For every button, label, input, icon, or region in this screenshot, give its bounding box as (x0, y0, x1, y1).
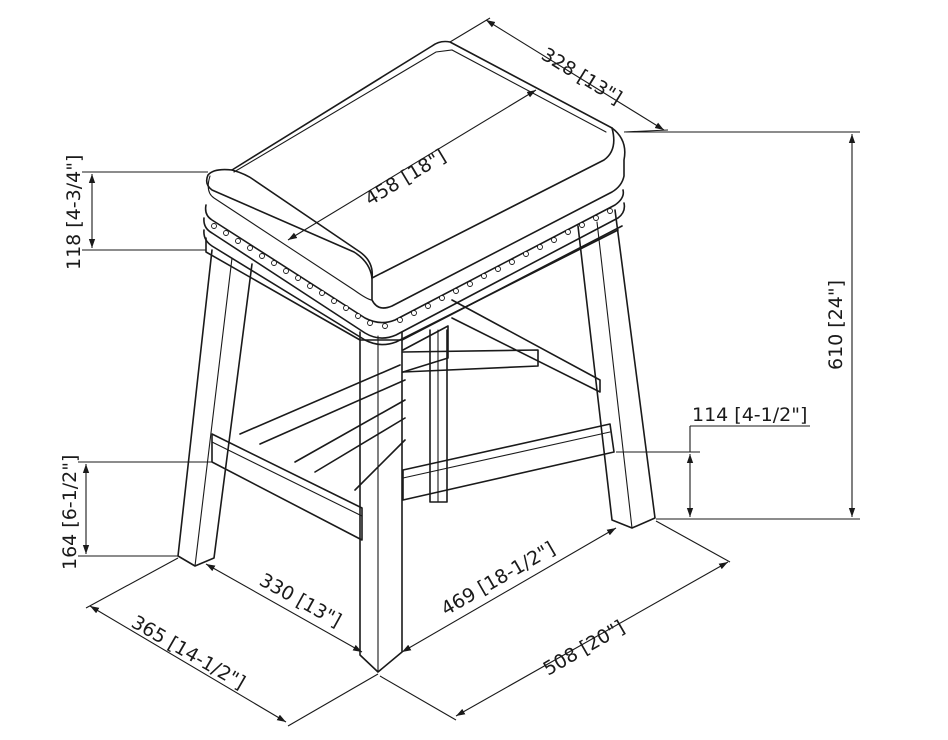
side-stretcher (211, 433, 363, 541)
back-left-leg (429, 329, 448, 503)
dimension-stretcher-height-left: 164 [6-1/2"] (59, 455, 212, 570)
dimension-inner-width: 469 [18-1/2"] (401, 527, 617, 653)
label-seat-width: 458 [18"] (361, 145, 450, 210)
stool-illustration (177, 40, 656, 673)
front-stretcher (402, 423, 615, 501)
dimension-stretcher-height-right: 114 [4-1/2"] (616, 404, 810, 517)
label-inner-width: 469 [18-1/2"] (438, 538, 559, 621)
dimension-seat-depth: 328 [13"] (449, 17, 669, 133)
label-stretcher-height-left: 164 [6-1/2"] (59, 455, 81, 570)
dimension-inner-depth: 330 [13"] (205, 563, 363, 653)
label-base-depth: 365 [14-1/2"] (128, 611, 249, 694)
nailhead-row (211, 208, 613, 329)
front-corner-leg (359, 331, 403, 673)
front-left-leg (177, 249, 253, 567)
seat-trim (203, 189, 626, 346)
label-inner-depth: 330 [13"] (256, 569, 345, 632)
stretcher-slats (239, 299, 601, 491)
label-seat-thickness: 118 [4-3/4"] (63, 155, 85, 270)
dimension-seat-thickness: 118 [4-3/4"] (63, 155, 208, 270)
label-base-width: 508 [20"] (540, 616, 629, 680)
label-stretcher-height-right: 114 [4-1/2"] (692, 404, 807, 426)
dimension-base-depth: 365 [14-1/2"] (85, 557, 379, 727)
dimension-overall-height: 610 [24"] (626, 131, 860, 520)
label-overall-height: 610 [24"] (825, 280, 847, 370)
back-right-leg (577, 209, 656, 529)
label-seat-depth: 328 [13"] (537, 44, 625, 110)
